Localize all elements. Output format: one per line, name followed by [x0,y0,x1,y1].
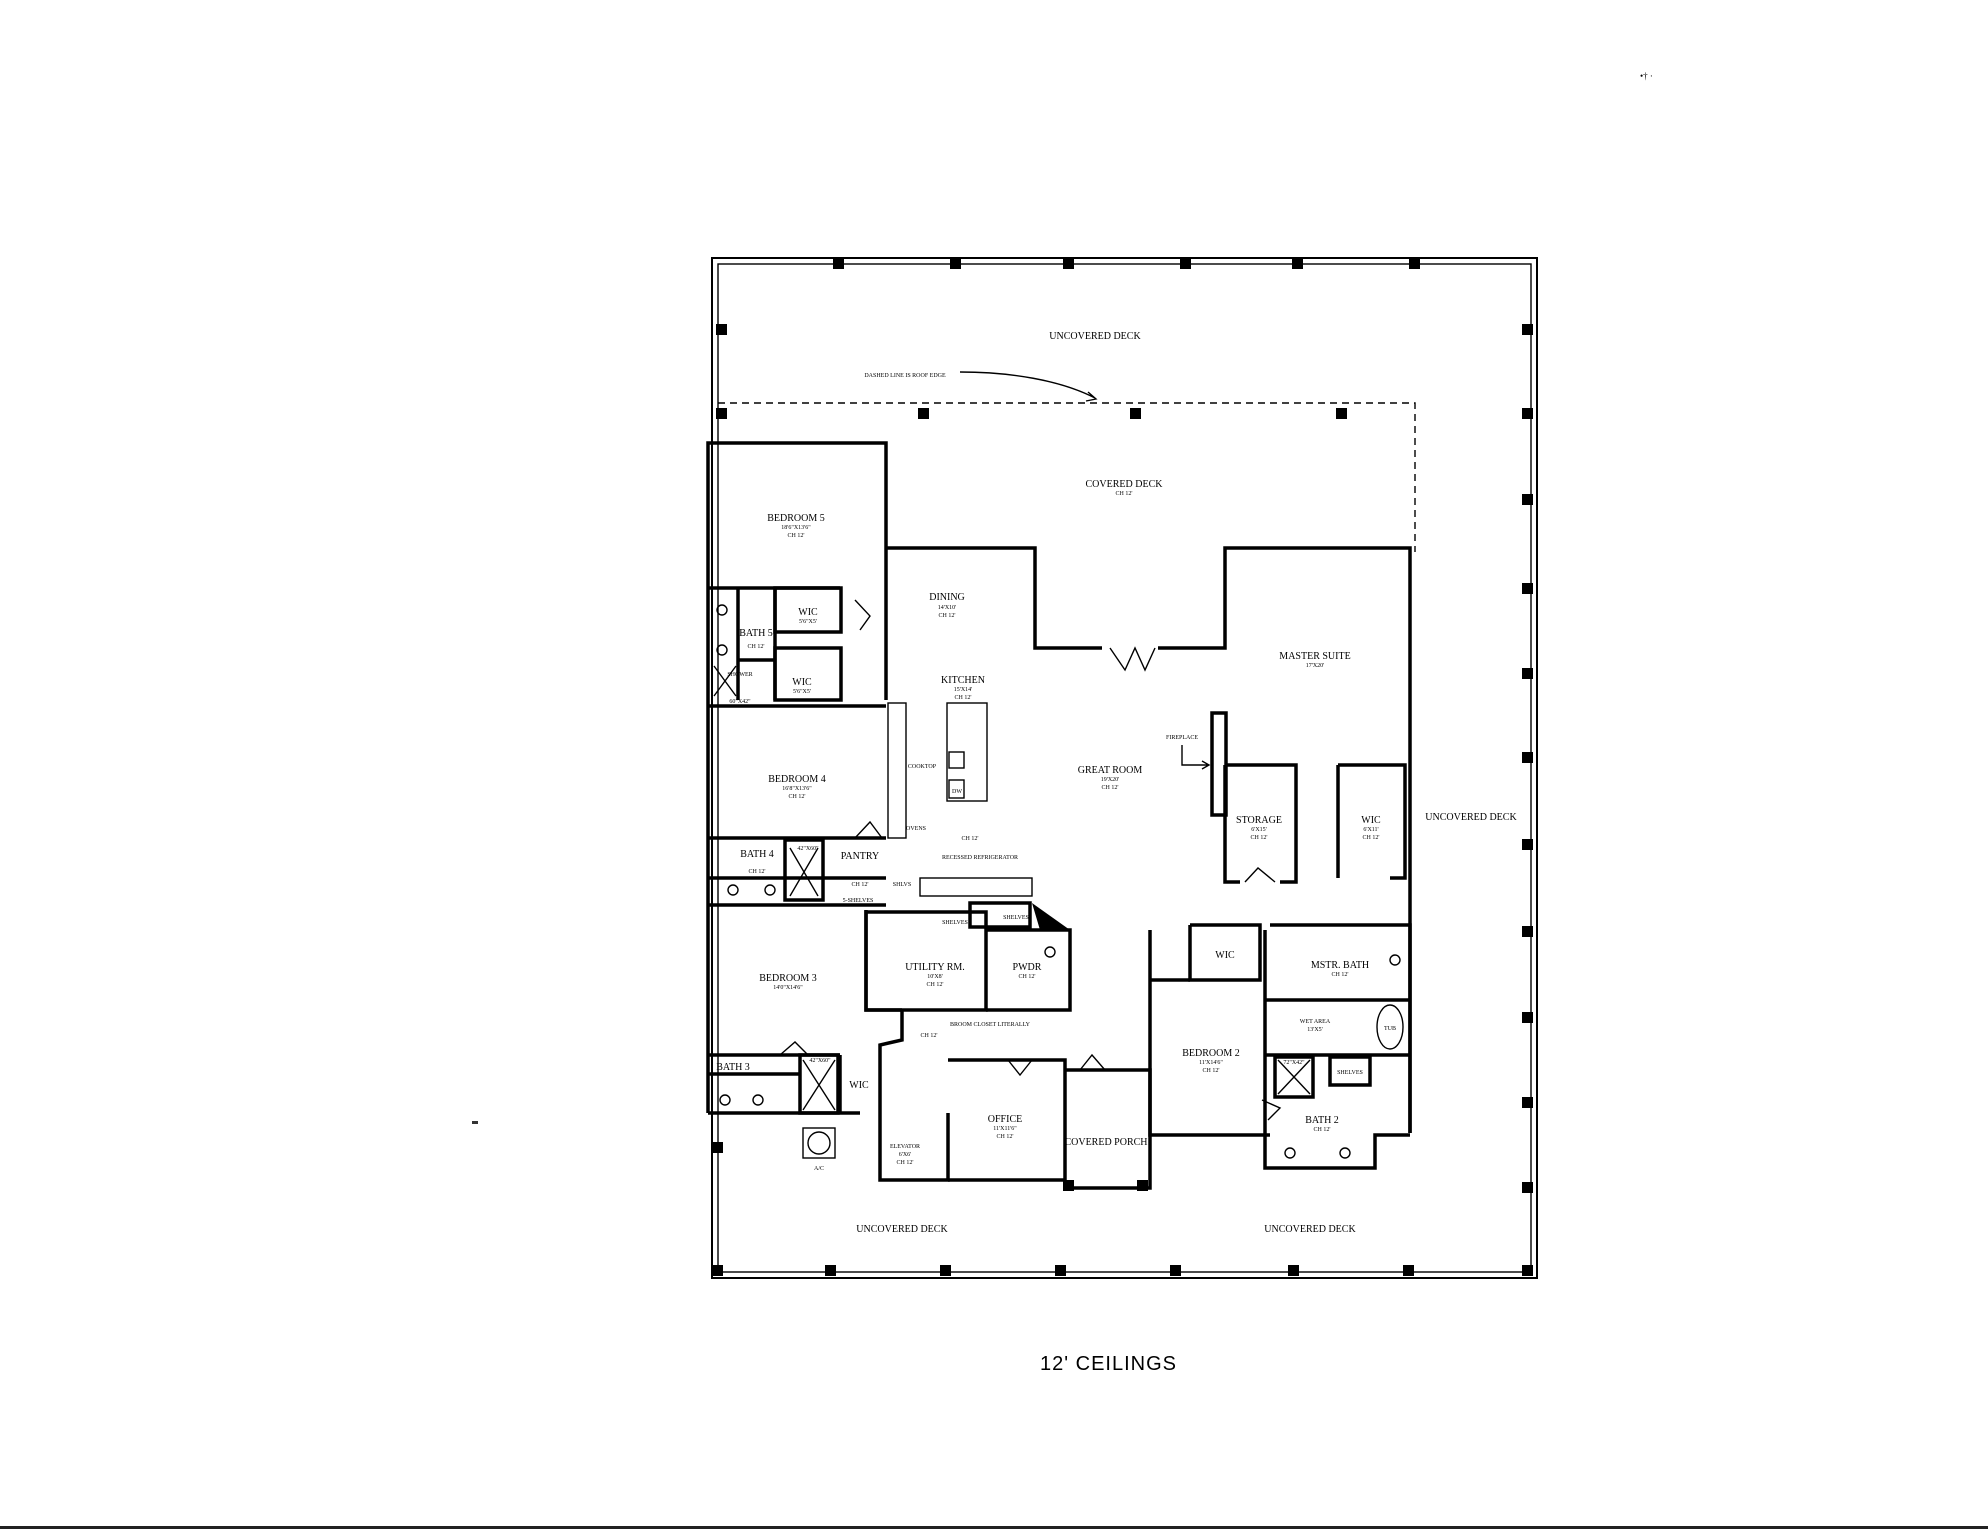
mstr-bath-label: MSTR. BATH [1311,960,1369,971]
wic-master-label: WIC [1361,815,1381,826]
bedroom3-label: BEDROOM 3 [759,973,817,984]
covered-deck-label: COVERED DECK [1086,479,1164,490]
office-ch: CH 12' [997,1134,1014,1140]
roof-edge-arrow [959,371,1098,402]
wic-master-ch: CH 12' [1363,835,1380,841]
uncovered-deck-top-label: UNCOVERED DECK [1049,331,1141,342]
dining-dim: 14'X10' [938,605,957,611]
pwdr-label: PWDR [1013,962,1042,973]
great-room-label: GREAT ROOM [1078,765,1143,776]
bath3-label: BATH 3 [716,1062,750,1073]
bath5-ch: CH 12' [748,644,765,650]
elevator-ch: CH 12' [897,1160,914,1166]
hall-ch: CH 12' [921,1033,938,1039]
fireplace-label: FIREPLACE [1166,735,1198,741]
master-suite-label: MASTER SUITE [1279,651,1350,662]
scan-speck [472,1121,478,1124]
pwdr-ch: CH 12' [1019,974,1036,980]
shelves-utility-label: SHELVES [942,920,968,926]
bedroom5-ch: CH 12' [788,533,805,539]
uncovered-deck-br-label: UNCOVERED DECK [1264,1224,1356,1235]
deck-outline [711,257,1538,1279]
wet-area-label: WET AREA [1300,1019,1331,1025]
shelves-pantry-label: SHLVS [893,882,911,888]
wet-area-dim: 13'X5' [1307,1027,1323,1033]
wic5a-label: WIC [798,607,818,618]
kitchen-ch2: CH 12' [962,836,979,842]
covered-deck-ch: CH 12' [1116,491,1133,497]
wic2-label: WIC [1215,950,1235,961]
tub-label: TUB [1384,1026,1396,1032]
utility-dim: 10'X8' [927,974,943,980]
shower5-dim: 60"X42" [729,699,751,705]
bedroom4-dim: 16'8"X13'6" [782,786,812,792]
bedroom5-dim: 18'6"X13'6" [781,525,811,531]
great-room-dim: 19'X20' [1101,777,1120,783]
roof-edge-note: DASHED LINE IS ROOF EDGE [864,373,946,379]
dw-label: DW [952,789,962,795]
bedroom2-label: BEDROOM 2 [1182,1048,1240,1059]
shower2-label: 72"X42" [1283,1060,1305,1066]
uncovered-deck-bl-label: UNCOVERED DECK [856,1224,948,1235]
page-bottom-rule [0,1526,1988,1529]
shower3-label: 42"X60" [809,1058,831,1064]
bedroom2-ch: CH 12' [1203,1068,1220,1074]
kitchen-label: KITCHEN [941,675,985,686]
scan-mark: •† · [1640,71,1653,81]
refrigerator-label: RECESSED REFRIGERATOR [942,855,1018,861]
storage-ch: CH 12' [1251,835,1268,841]
bath5-label: BATH 5 [739,628,773,639]
kitchen-ch: CH 12' [955,695,972,701]
covered-porch-label: COVERED PORCH [1064,1137,1147,1148]
roof-edge-line [718,402,1416,552]
bath2-label: BATH 2 [1305,1115,1339,1126]
shower4-label: 42"X60" [797,846,819,852]
room-labels: UNCOVERED DECK DASHED LINE IS ROOF EDGE … [716,331,1517,1235]
storage-label: STORAGE [1236,815,1282,826]
bedroom2-dim: 11'X14'6" [1199,1060,1223,1066]
elevator-dim: 6'X6' [899,1152,912,1158]
bedroom3-dim: 14'0"X14'6" [773,985,803,991]
shelves-utility2-label: SHELVES [1003,915,1029,921]
wic5b-label: WIC [792,677,812,688]
office-label: OFFICE [988,1114,1022,1125]
ceiling-height-caption: 12' CEILINGS [1040,1353,1177,1375]
house-walls [706,441,1412,1190]
master-suite-dim: 17'X20' [1306,663,1325,669]
kitchen-dim: 15'X14' [954,687,973,693]
bedroom5-label: BEDROOM 5 [767,513,825,524]
shelves-bath2-label: SHELVES [1337,1070,1363,1076]
wic-master-dim: 6'X11' [1363,827,1378,833]
wic3-label: WIC [849,1080,869,1091]
bath4-label: BATH 4 [740,849,774,860]
great-room-ch: CH 12' [1102,785,1119,791]
ovens-label: OVENS [906,826,926,832]
mstr-bath-ch: CH 12' [1332,972,1349,978]
shelves-bath4-label: 5-SHELVES [843,898,874,904]
bath2-ch: CH 12' [1314,1127,1331,1133]
shower5-label: SHOWER [727,672,752,678]
storage-dim: 6'X15' [1251,827,1267,833]
office-dim: 11'X11'6" [993,1126,1017,1132]
deck-columns [712,258,1533,1276]
broom-closet-label: BROOM CLOSET LITERALLY [950,1022,1031,1028]
dining-label: DINING [929,592,965,603]
bedroom4-ch: CH 12' [789,794,806,800]
uncovered-deck-right-label: UNCOVERED DECK [1425,812,1517,823]
pantry-label: PANTRY [841,851,880,862]
bedroom4-label: BEDROOM 4 [768,774,826,785]
elevator-label: ELEVATOR [890,1144,920,1150]
ac-label: A/C [814,1166,824,1172]
cooktop-label: COOKTOP [908,764,937,770]
utility-label: UTILITY RM. [905,962,965,973]
dining-ch: CH 12' [939,613,956,619]
bath4-ch: CH 12' [749,869,766,875]
wic5a-dim: 5'6"X5' [799,619,817,625]
wic5b-dim: 5'6"X5' [793,689,811,695]
utility-ch: CH 12' [927,982,944,988]
pantry-ch: CH 12' [852,882,869,888]
